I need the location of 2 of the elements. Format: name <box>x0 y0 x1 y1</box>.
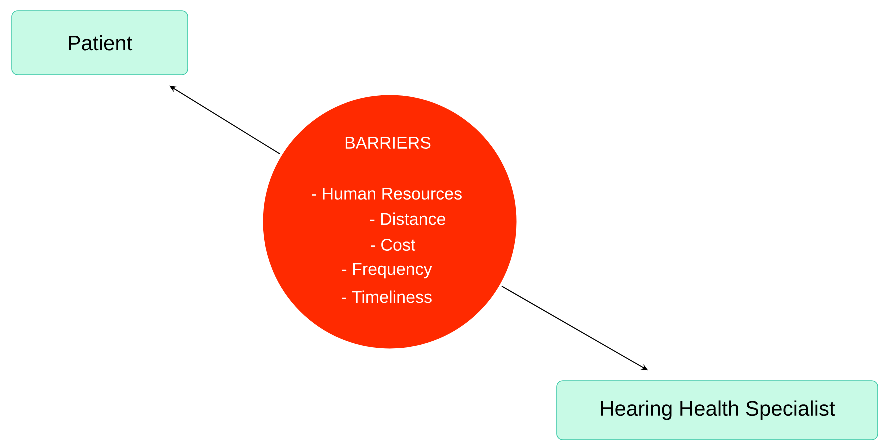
process-box: Hearing Health Specialist <box>556 380 878 440</box>
process-box: Patient <box>12 10 188 76</box>
